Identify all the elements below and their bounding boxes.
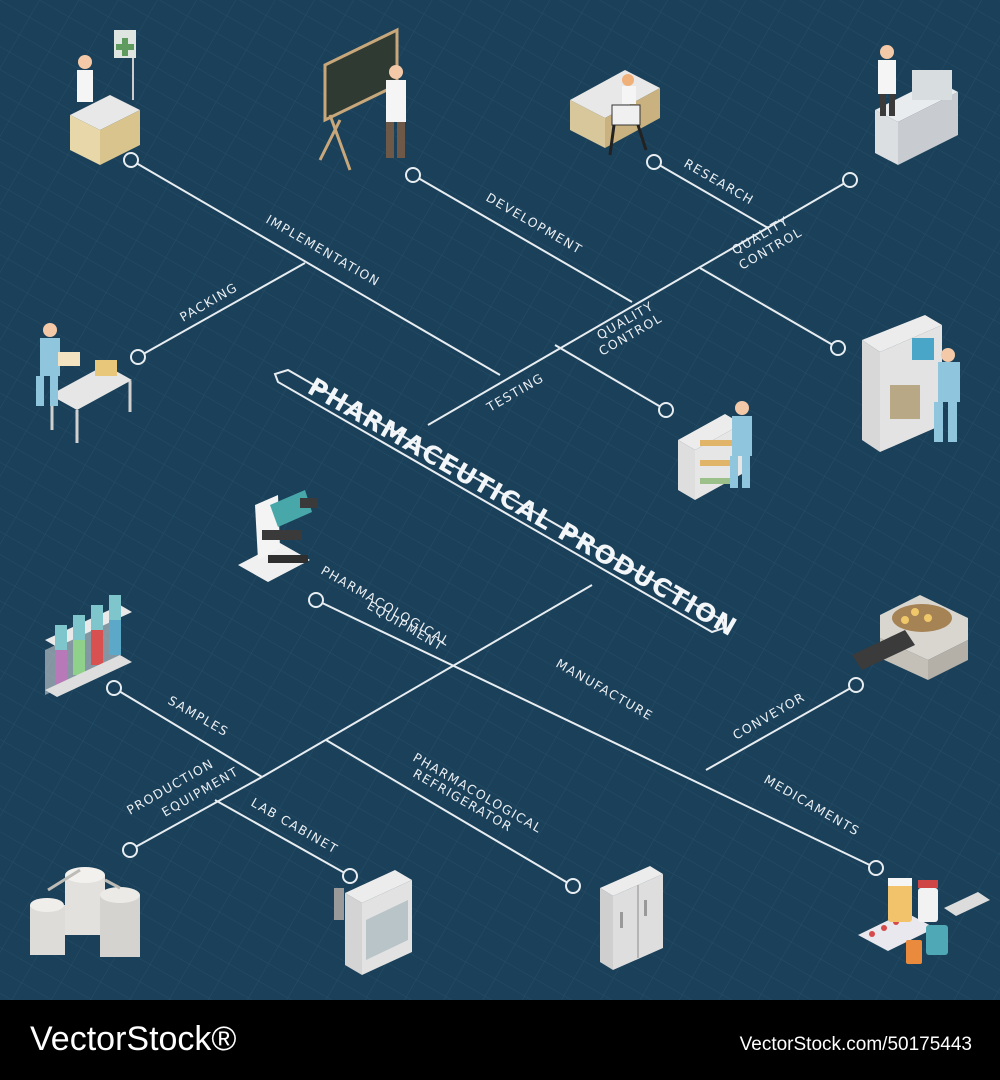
node-lab-cabinet bbox=[342, 868, 358, 884]
node-production-equipment bbox=[122, 842, 138, 858]
line-development bbox=[412, 174, 633, 303]
line-research bbox=[653, 161, 769, 229]
footer-bar: VectorStock® VectorStock.com/50175443 bbox=[0, 1000, 1000, 1080]
flowchart-canvas: PHARMACEUTICAL PRODUCTION IMPLEMENTATION… bbox=[0, 0, 1000, 1000]
microscope-illustration bbox=[238, 490, 318, 582]
node-implementation bbox=[123, 152, 139, 168]
node-qc-mid bbox=[658, 402, 674, 418]
node-refrigerator bbox=[565, 878, 581, 894]
connector-lines bbox=[113, 159, 877, 887]
line-samples-spine bbox=[261, 584, 593, 778]
node-research bbox=[646, 154, 662, 170]
node-testing bbox=[842, 172, 858, 188]
blackboard-scientist-illustration bbox=[318, 27, 406, 171]
node-qc-top bbox=[830, 340, 846, 356]
line-testing-spine bbox=[427, 179, 851, 426]
node-medicaments bbox=[868, 860, 884, 876]
lab-cabinet-illustration bbox=[334, 870, 412, 975]
vectorstock-logo: VectorStock® bbox=[30, 1020, 237, 1058]
steel-tanks-illustration bbox=[30, 867, 140, 957]
line-lab-cabinet bbox=[214, 799, 351, 877]
line-production-equipment bbox=[129, 776, 263, 851]
conveyor-machine-illustration bbox=[852, 595, 968, 680]
packing-worker-illustration bbox=[36, 323, 132, 443]
lab-shelf-scientist-illustration bbox=[875, 45, 958, 165]
vial-rack-illustration bbox=[678, 401, 752, 500]
line-packing bbox=[137, 262, 306, 358]
research-desk-illustration bbox=[570, 70, 660, 156]
control-cabinet-illustration bbox=[862, 315, 960, 452]
node-conveyor bbox=[848, 677, 864, 693]
test-tubes-illustration bbox=[45, 595, 132, 697]
medicaments-illustration bbox=[858, 878, 990, 964]
refrigerator-illustration bbox=[600, 866, 663, 970]
line-qc-top bbox=[699, 267, 839, 349]
node-samples bbox=[106, 680, 122, 696]
node-pharm-equipment bbox=[308, 592, 324, 608]
node-development bbox=[405, 167, 421, 183]
title-frame bbox=[273, 368, 726, 634]
line-implementation bbox=[130, 159, 501, 376]
line-samples bbox=[113, 687, 263, 778]
line-qc-mid bbox=[554, 344, 667, 411]
counter-doctor-illustration bbox=[70, 30, 140, 165]
flowchart-svg: PHARMACEUTICAL PRODUCTION IMPLEMENTATION… bbox=[0, 0, 1000, 1000]
connector-nodes bbox=[106, 152, 884, 894]
line-manufacture bbox=[315, 599, 877, 869]
line-refrigerator bbox=[325, 739, 574, 887]
line-conveyor bbox=[705, 684, 857, 771]
vectorstock-url: VectorStock.com/50175443 bbox=[739, 1034, 972, 1055]
node-packing bbox=[130, 349, 146, 365]
